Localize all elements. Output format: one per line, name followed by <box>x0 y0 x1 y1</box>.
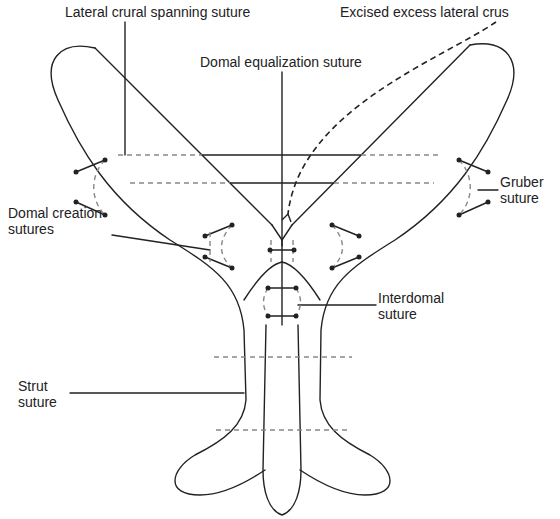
interdomal-dashed <box>264 288 301 316</box>
medial-crura <box>263 325 301 515</box>
left-cephalic-border <box>95 48 272 225</box>
right-cephalic-border <box>292 45 470 225</box>
right-dome-edge <box>282 262 320 300</box>
leader-line <box>124 22 125 155</box>
leader-line <box>298 304 376 305</box>
right-cartilage-outline <box>300 44 514 495</box>
gruber-suture-dashed <box>459 160 470 215</box>
spanning-suture-dashed <box>130 182 434 183</box>
equalization-dashed <box>210 232 293 262</box>
midline <box>281 240 282 325</box>
excision-line <box>288 22 496 214</box>
leader-line <box>112 235 210 250</box>
leader-line <box>70 392 244 393</box>
suture-label: Excised excess lateral crus <box>340 4 509 20</box>
suture-label: Gruber suture <box>500 174 558 206</box>
spanning-suture-dashed <box>118 154 442 155</box>
interdomal-suture <box>268 288 296 316</box>
domal-creation-dashed <box>222 225 233 268</box>
suture-label: Interdomal suture <box>378 290 463 322</box>
left-cartilage-outline <box>51 46 265 495</box>
arrow-head <box>282 214 291 222</box>
equalization-suture <box>270 249 294 250</box>
leader-line <box>478 189 498 190</box>
strut-suture-dashed <box>214 357 352 430</box>
domal-creation-dashed <box>332 225 343 268</box>
suture-label: Lateral crural spanning suture <box>65 4 250 20</box>
domal-creation-suture <box>332 225 359 268</box>
suture-label: Domal equalization suture <box>200 54 362 70</box>
left-dome-edge <box>244 262 282 300</box>
suture-label: Strut suture <box>18 378 73 410</box>
domal-creation-suture <box>205 225 232 268</box>
suture-label: Domal creation sutures <box>8 205 116 237</box>
gruber-suture <box>459 160 488 215</box>
